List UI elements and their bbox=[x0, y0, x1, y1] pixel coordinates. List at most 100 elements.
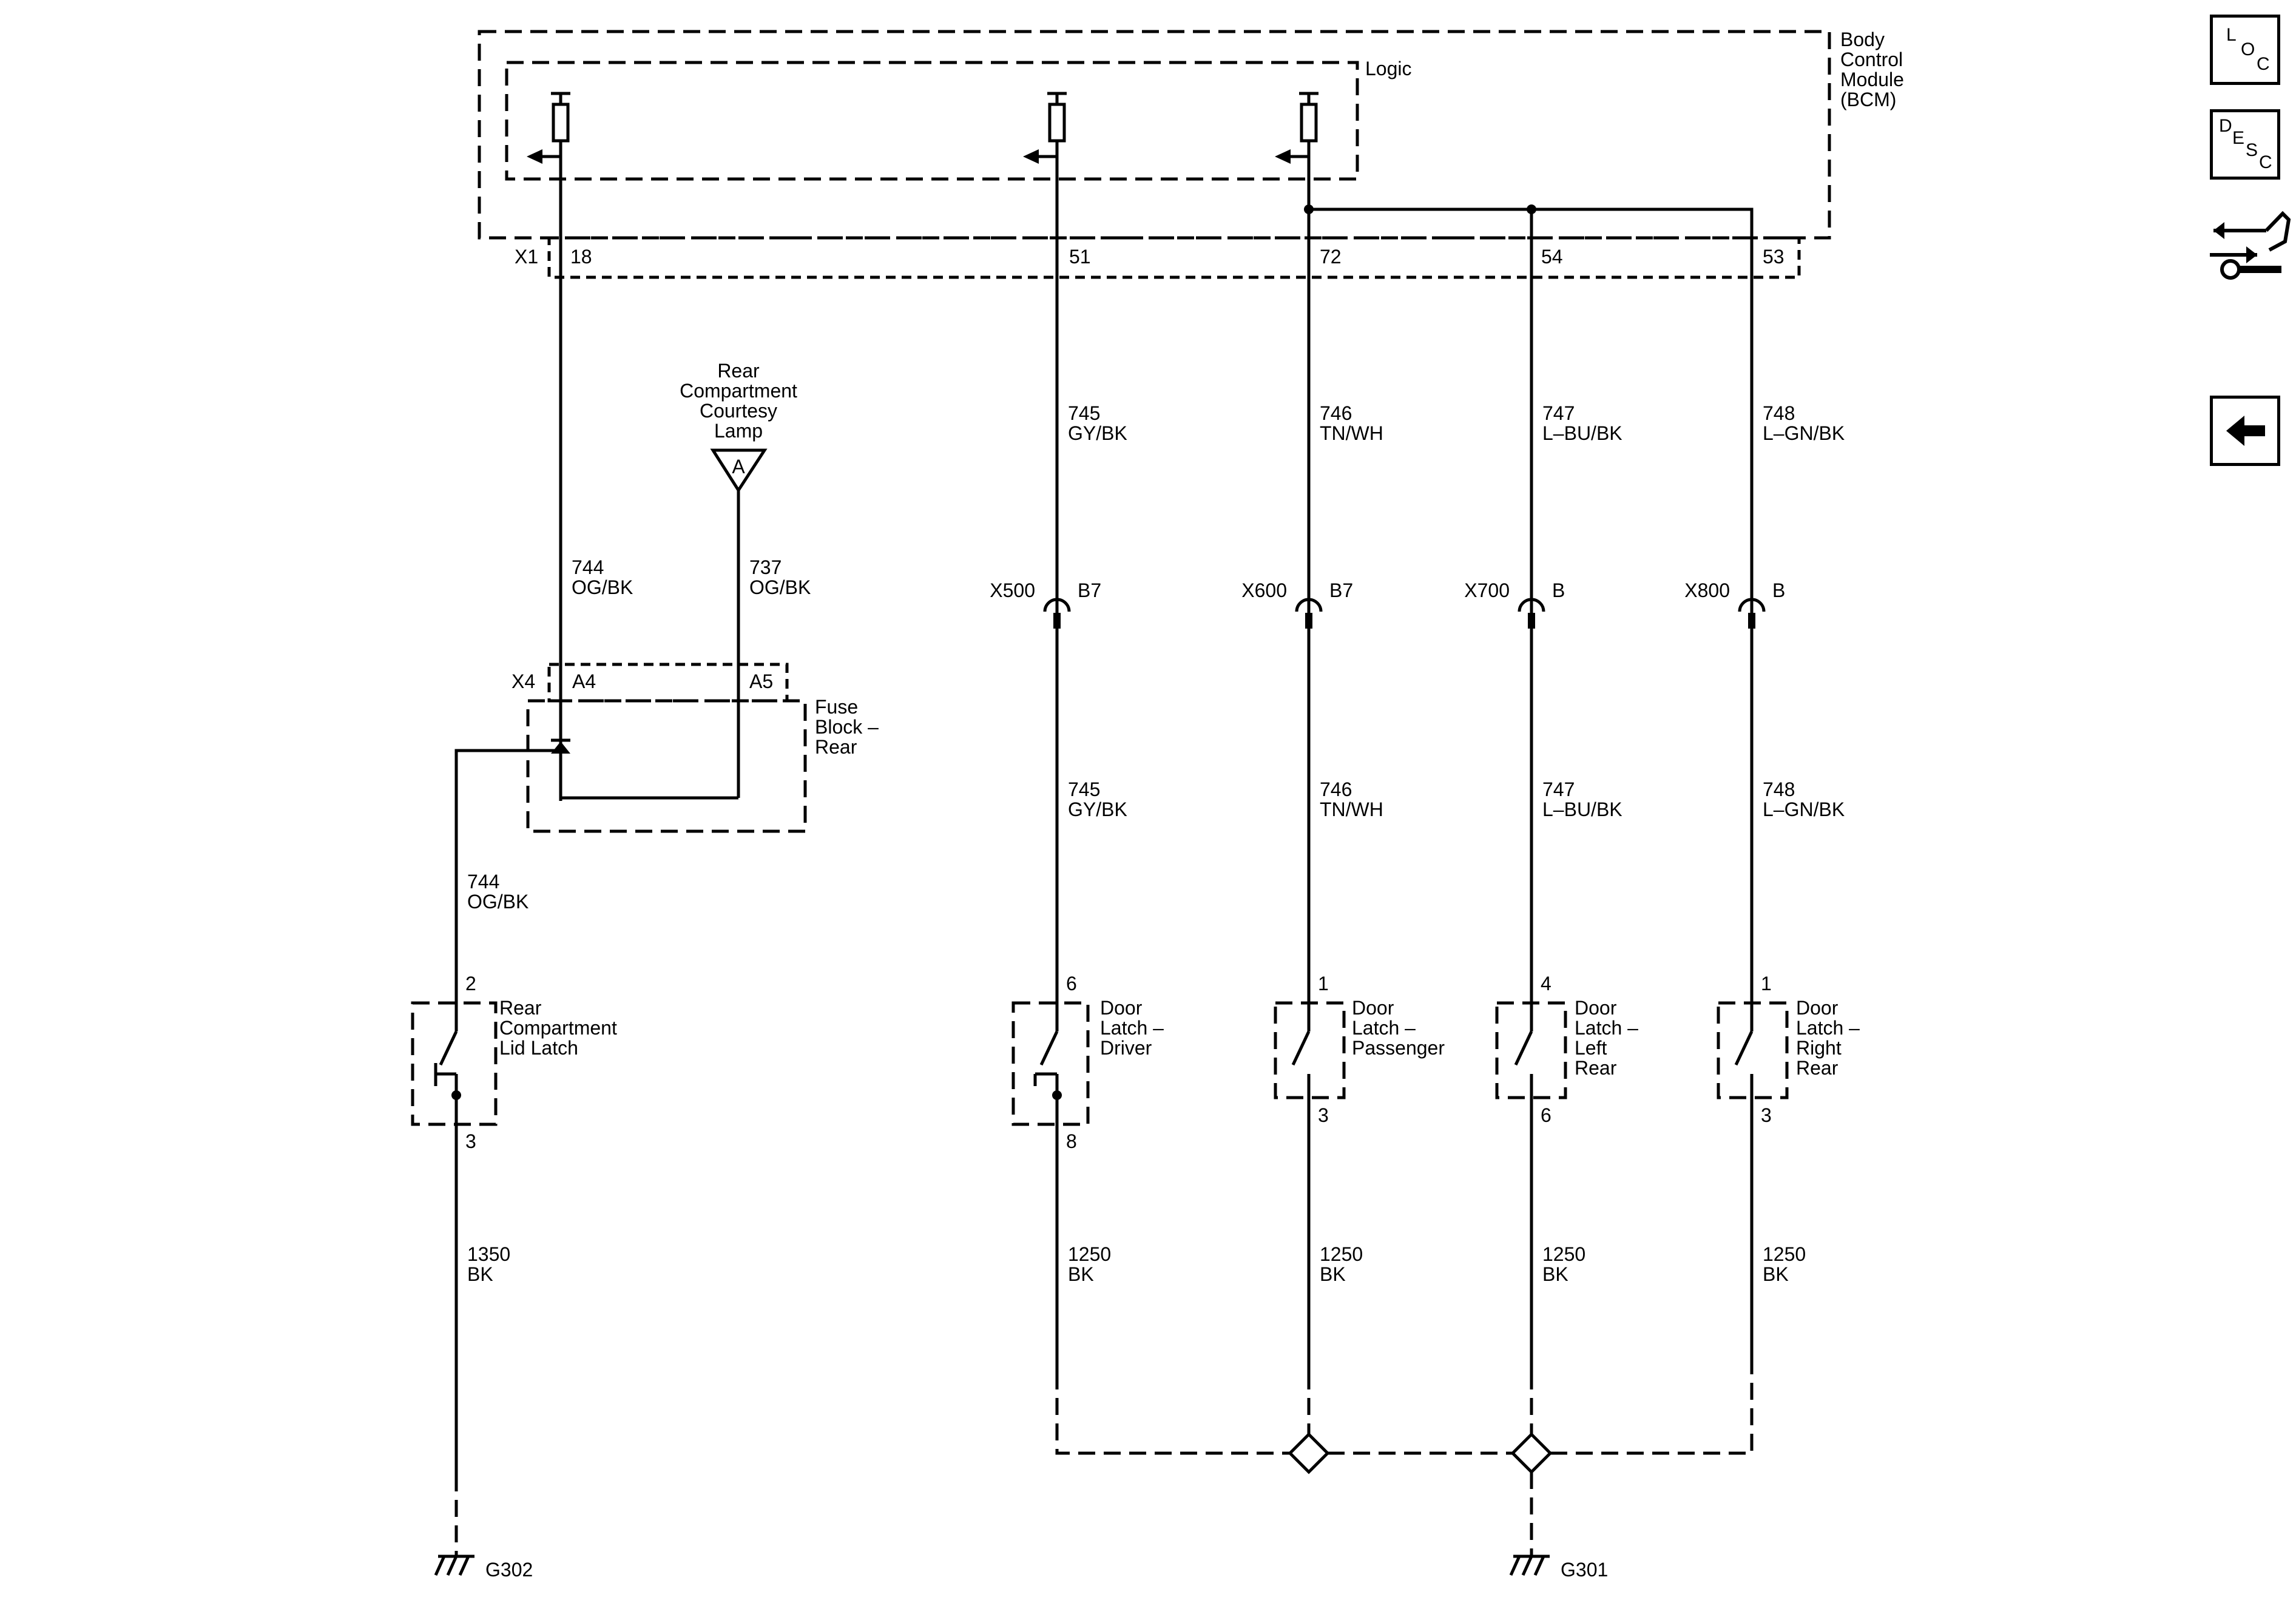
wire-744-upper-num: 744 bbox=[572, 556, 604, 578]
lamp-reference-triangle bbox=[710, 448, 768, 493]
right-rear-pin-bottom: 3 bbox=[1761, 1104, 1772, 1126]
x1-pin-72: 72 bbox=[1320, 246, 1342, 268]
wire-747-upper-num: 747 bbox=[1542, 402, 1575, 424]
left-rear-label-line-2: Latch – bbox=[1575, 1017, 1638, 1039]
x1-connector-label: X1 bbox=[515, 246, 538, 268]
wire-748-upper-color: L–GN/BK bbox=[1763, 422, 1845, 444]
wires bbox=[454, 161, 1754, 1474]
splice-dots bbox=[1304, 204, 1536, 214]
loc-letter-l: L bbox=[2226, 25, 2237, 45]
wire-1250-c-num: 1250 bbox=[1542, 1243, 1585, 1265]
wire-1250-a-color: BK bbox=[1068, 1263, 1094, 1285]
pullup-resistor-18 bbox=[551, 92, 570, 161]
wire-745-upper-num: 745 bbox=[1068, 402, 1100, 424]
loc-button[interactable]: L O C bbox=[2210, 15, 2280, 85]
desc-letter-c: C bbox=[2259, 152, 2272, 172]
wire-1250-a-num: 1250 bbox=[1068, 1243, 1111, 1265]
bcm-label-line-2: Control bbox=[1840, 49, 1903, 70]
switch-door-latch-left-rear: 4 6 Door Latch – Left Rear bbox=[1495, 973, 1638, 1126]
switch-door-latch-passenger: 1 3 Door Latch – Passenger bbox=[1274, 973, 1445, 1126]
wire-737-num: 737 bbox=[749, 556, 782, 578]
passenger-label-line-3: Passenger bbox=[1352, 1037, 1445, 1059]
wire-1250-d-num: 1250 bbox=[1763, 1243, 1806, 1265]
logic-label: Logic bbox=[1365, 58, 1412, 79]
desc-letter-d: D bbox=[2219, 116, 2232, 136]
splice-diamond-right bbox=[1510, 1432, 1553, 1474]
passenger-label-line-2: Latch – bbox=[1352, 1017, 1416, 1039]
left-rear-label-line-1: Door bbox=[1575, 997, 1617, 1019]
wire-745-lower-num: 745 bbox=[1068, 778, 1100, 800]
wire-737-color: OG/BK bbox=[749, 576, 811, 598]
driver-pin-top: 6 bbox=[1066, 973, 1077, 994]
wire-748-upper-num: 748 bbox=[1763, 402, 1795, 424]
passenger-pin-top: 1 bbox=[1318, 973, 1329, 994]
x800-pin: B bbox=[1772, 579, 1785, 601]
lid-latch-label-line-3: Lid Latch bbox=[499, 1037, 578, 1059]
x4-pin-a4: A4 bbox=[572, 670, 596, 692]
wire-748-lower-color: L–GN/BK bbox=[1763, 798, 1845, 820]
x1-pin-18: 18 bbox=[570, 246, 592, 268]
logic-inputs bbox=[540, 92, 1319, 161]
switch-door-latch-driver: 6 8 Door Latch – Driver bbox=[1011, 973, 1164, 1152]
wire-746-upper-num: 746 bbox=[1320, 402, 1352, 424]
passenger-pin-bottom: 3 bbox=[1318, 1104, 1329, 1126]
wire-744-upper-color: OG/BK bbox=[572, 576, 633, 598]
pullup-resistor-51 bbox=[1047, 92, 1067, 161]
lamp-label-line-1: Rear bbox=[717, 360, 760, 382]
diode-icon bbox=[551, 738, 570, 754]
inline-connector-x700: X700 B bbox=[1464, 579, 1565, 629]
fuse-block-rear bbox=[526, 663, 807, 833]
right-rear-pin-top: 1 bbox=[1761, 973, 1772, 994]
harness-wrench-icon[interactable] bbox=[2210, 211, 2291, 280]
fuse-block-label-line-3: Rear bbox=[815, 736, 857, 758]
wire-746-upper-color: TN/WH bbox=[1320, 422, 1383, 444]
ground-icon-g301 bbox=[1509, 1555, 1550, 1576]
back-arrow-icon bbox=[2226, 416, 2265, 446]
bcm-label-line-3: Module bbox=[1840, 69, 1904, 90]
wire-747-lower-color: L–BU/BK bbox=[1542, 798, 1622, 820]
x1-pin-53: 53 bbox=[1763, 246, 1784, 268]
left-rear-label-line-3: Left bbox=[1575, 1037, 1607, 1059]
desc-letter-s: S bbox=[2246, 140, 2258, 160]
inline-connector-x500: X500 B7 bbox=[990, 579, 1101, 629]
lid-latch-label-line-1: Rear bbox=[499, 997, 542, 1019]
driver-label-line-3: Driver bbox=[1100, 1037, 1152, 1059]
lid-latch-label-line-2: Compartment bbox=[499, 1017, 617, 1039]
x4-pin-a5: A5 bbox=[749, 670, 773, 692]
desc-button[interactable]: D E S C bbox=[2210, 109, 2280, 180]
logic-outline bbox=[505, 61, 1359, 181]
left-rear-pin-bottom: 6 bbox=[1541, 1104, 1551, 1126]
pullup-resistor-72 bbox=[1299, 92, 1319, 161]
desc-letter-e: E bbox=[2232, 128, 2245, 148]
loc-letter-o: O bbox=[2241, 39, 2255, 59]
wire-1350-num: 1350 bbox=[467, 1243, 510, 1265]
switch-rear-compartment-lid-latch: 2 3 Rear Compartment Lid Latch bbox=[411, 973, 617, 1152]
wire-1250-b-num: 1250 bbox=[1320, 1243, 1363, 1265]
wire-1250-b-color: BK bbox=[1320, 1263, 1346, 1285]
x600-pin: B7 bbox=[1329, 579, 1353, 601]
lamp-label-line-2: Compartment bbox=[680, 380, 797, 402]
wire-744-lower-color: OG/BK bbox=[467, 891, 528, 913]
fuse-block-label-line-2: Block – bbox=[815, 716, 879, 738]
right-rear-label-line-4: Rear bbox=[1796, 1057, 1838, 1079]
wire-1250-c-color: BK bbox=[1542, 1263, 1568, 1285]
passenger-label-line-1: Door bbox=[1352, 997, 1394, 1019]
wire-747-lower-num: 747 bbox=[1542, 778, 1575, 800]
inline-connectors: X500 B7 X600 B7 X700 B X800 B bbox=[990, 579, 1785, 629]
right-rear-label-line-1: Door bbox=[1796, 997, 1838, 1019]
wire-1350-color: BK bbox=[467, 1263, 493, 1285]
x500-label: X500 bbox=[990, 579, 1035, 601]
x700-pin: B bbox=[1552, 579, 1565, 601]
ground-bus bbox=[454, 1372, 1754, 1556]
x4-connector-label: X4 bbox=[512, 670, 535, 692]
bcm-module bbox=[478, 30, 1831, 279]
bcm-label-line-4: (BCM) bbox=[1840, 89, 1896, 110]
bcm-label-line-1: Body bbox=[1840, 29, 1885, 50]
input-arrows bbox=[527, 149, 1291, 164]
back-button[interactable] bbox=[2210, 396, 2280, 466]
wire-labels: 744 OG/BK 737 OG/BK 744 OG/BK 745 GY/BK … bbox=[467, 402, 1845, 1285]
lid-latch-pin-bottom: 3 bbox=[465, 1130, 476, 1152]
driver-label-line-1: Door bbox=[1100, 997, 1143, 1019]
inline-connector-x800: X800 B bbox=[1684, 579, 1785, 629]
